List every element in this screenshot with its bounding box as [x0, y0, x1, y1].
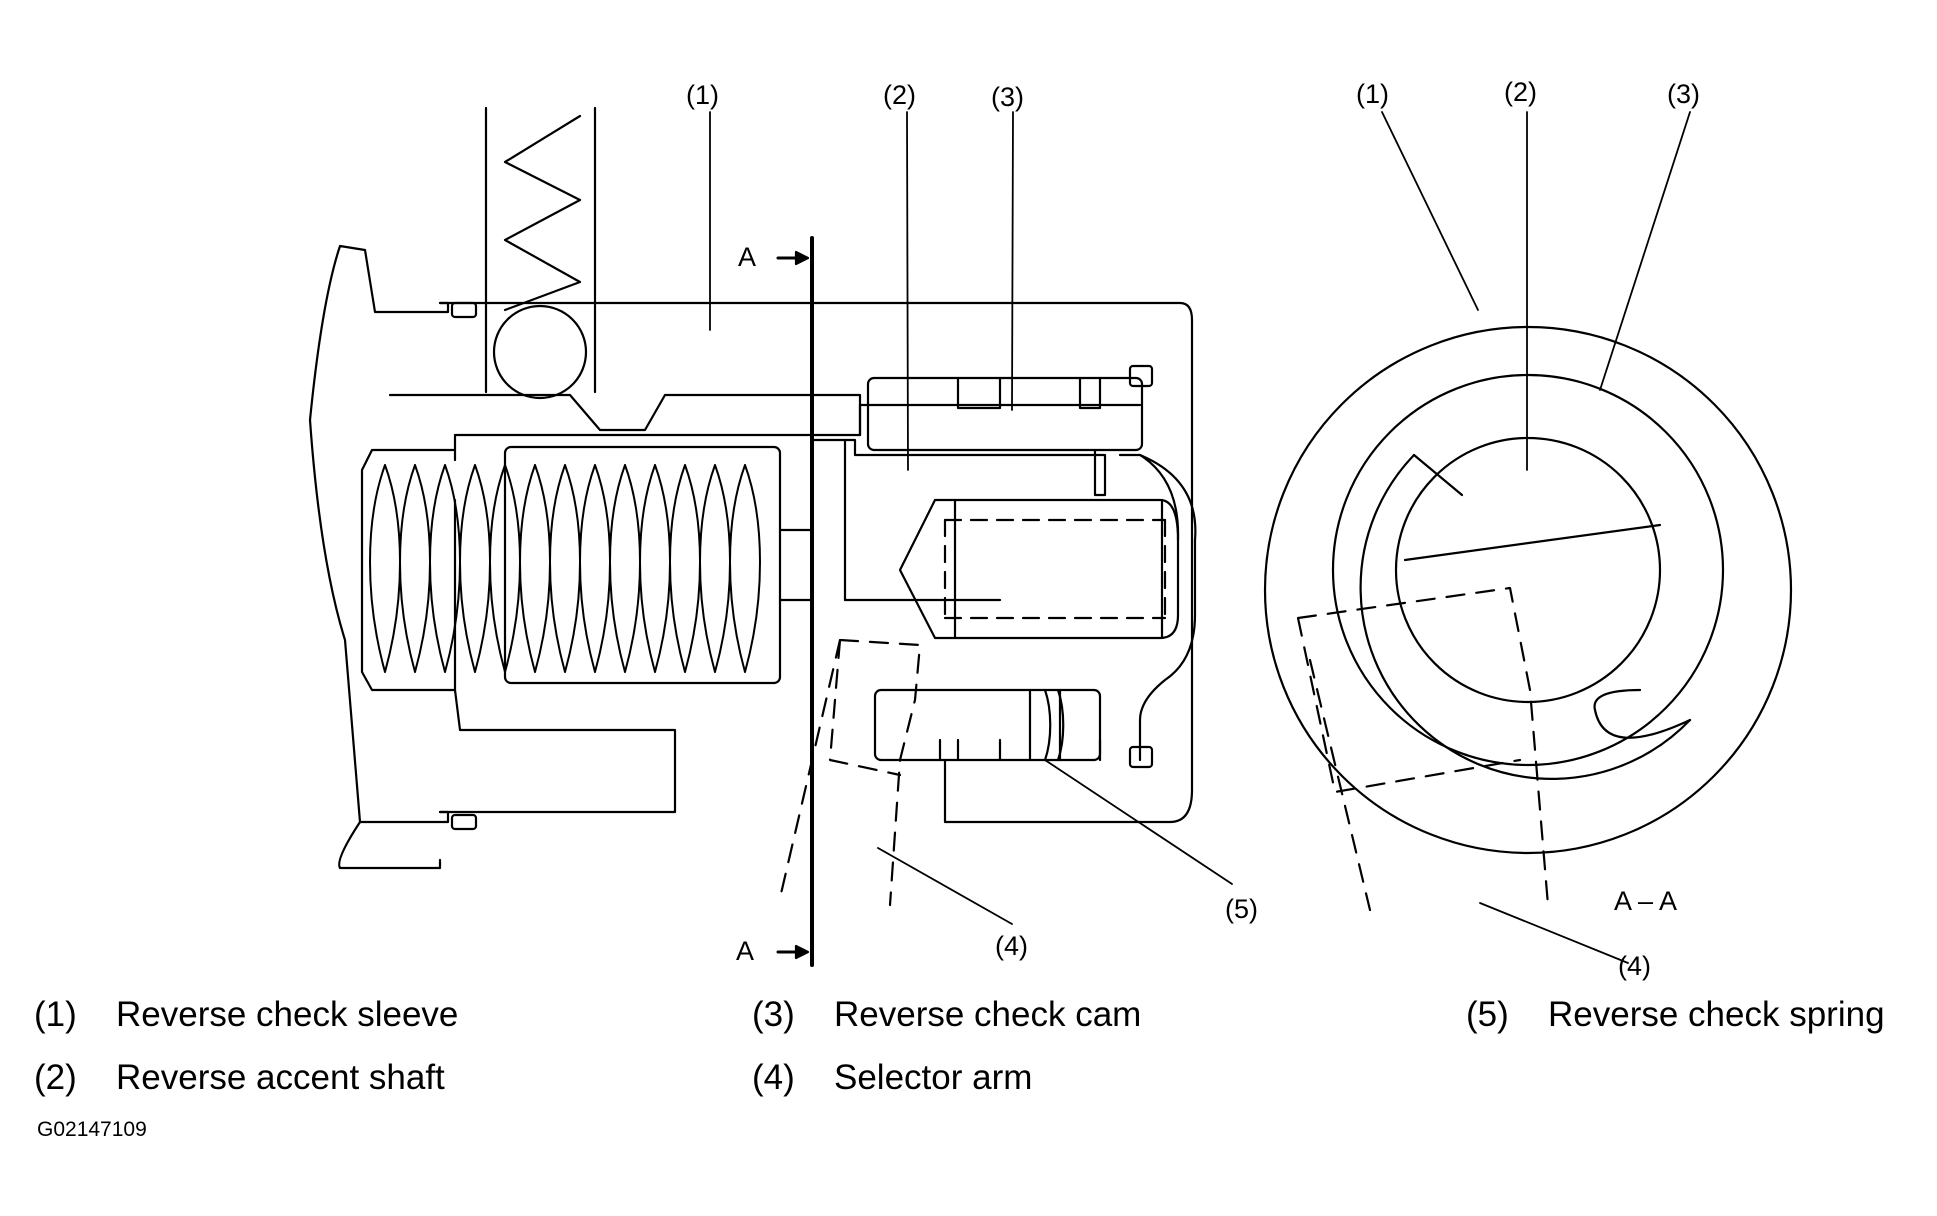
- reverse-check-spring: [1043, 688, 1065, 762]
- shaft-circle: [1394, 436, 1662, 704]
- legend-num-4: (4): [752, 1058, 795, 1097]
- callout-1-left: (1): [686, 80, 719, 110]
- section-label-top: A: [738, 242, 756, 272]
- sleeve-outer-circle: [1263, 325, 1793, 855]
- seal-ring-top: [450, 301, 478, 319]
- selector-arm-left: [778, 638, 922, 907]
- callout-3-right: (3): [1667, 79, 1700, 109]
- section-label-bottom: A: [736, 936, 754, 966]
- callout-3-left: (3): [991, 82, 1024, 112]
- callout-1-right: (1): [1356, 79, 1389, 109]
- detent-ball: [492, 304, 588, 400]
- leader-lines: [709, 111, 1691, 964]
- section-a-a-view: [1263, 325, 1793, 912]
- callout-2-left: (2): [883, 80, 916, 110]
- reverse-check-sleeve: [388, 393, 862, 462]
- housing-flange: [308, 244, 450, 824]
- legend-text-4: Selector arm: [834, 1058, 1033, 1097]
- inner-spring-bore: [503, 445, 782, 685]
- legend-num-3: (3): [752, 995, 795, 1034]
- section-label-view: A – A: [1614, 886, 1677, 916]
- legend-text-2: Reverse accent shaft: [116, 1058, 445, 1097]
- legend-text-5: Reverse check spring: [1548, 995, 1885, 1034]
- legend-text-1: Reverse check sleeve: [116, 995, 459, 1034]
- callout-5-left: (5): [1225, 894, 1258, 924]
- callout-4-left: (4): [995, 931, 1028, 961]
- reverse-accent-shaft: [810, 438, 1107, 602]
- callout-2-right: (2): [1504, 77, 1537, 107]
- legend-num-2: (2): [34, 1058, 77, 1097]
- plunger: [898, 498, 1180, 640]
- detent-spring: [503, 114, 582, 312]
- main-spring-outline: [360, 448, 457, 692]
- callout-4-right: (4): [1618, 951, 1651, 981]
- figure-id: G02147109: [37, 1118, 147, 1141]
- reverse-check-cam: [866, 376, 1144, 452]
- cam-outer-circle: [1331, 373, 1725, 767]
- housing-body: [438, 301, 1194, 824]
- legend-num-5: (5): [1466, 995, 1509, 1034]
- main-coil-spring: [369, 464, 761, 673]
- selector-arm-right: [1296, 586, 1550, 912]
- seal-ring-bottom: [450, 813, 478, 831]
- legend-num-1: (1): [34, 995, 77, 1034]
- cross-section-view: [308, 106, 1197, 967]
- legend-text-3: Reverse check cam: [834, 995, 1142, 1034]
